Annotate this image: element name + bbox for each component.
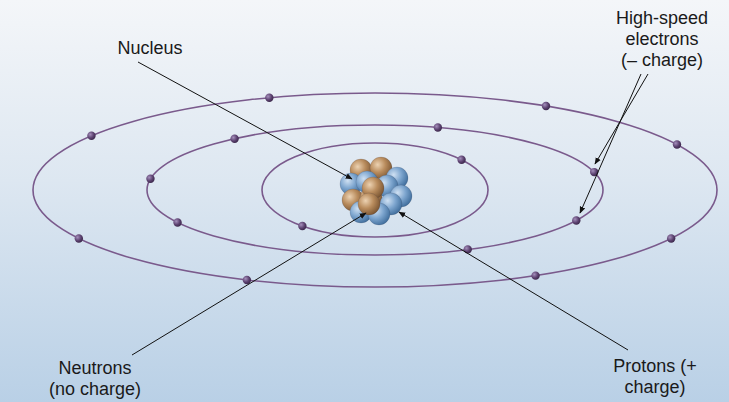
callout-label: Neutrons (no charge) — [48, 358, 142, 400]
leader-line — [132, 213, 366, 355]
leader-line — [399, 212, 628, 350]
electron-dot — [434, 123, 442, 131]
electron-dot — [87, 132, 95, 140]
label-holder: High-speed electrons (– charge) — [615, 8, 709, 71]
neutron-sphere — [358, 193, 380, 215]
electron-dot — [457, 156, 465, 164]
nucleus-cluster — [340, 157, 412, 225]
electron-dot — [75, 234, 83, 242]
electron-dot — [265, 94, 273, 102]
leader-line — [580, 74, 641, 213]
inner-orbit — [262, 143, 488, 237]
electron-dot — [572, 216, 580, 224]
electron-dot — [298, 222, 306, 230]
middle-orbit — [147, 125, 603, 255]
label-holder: Neutrons (no charge) — [48, 358, 142, 400]
electron-dot — [667, 234, 675, 242]
electron-dot — [673, 140, 681, 148]
electron-dot — [230, 135, 238, 143]
callout-label: High-speed electrons (– charge) — [615, 8, 709, 71]
callout-label: Nucleus — [118, 38, 139, 59]
electron-dot — [173, 218, 181, 226]
electron-dot — [464, 245, 472, 253]
electron-dot — [542, 102, 550, 110]
label-holder: Nucleus — [118, 38, 139, 59]
electron-dot — [146, 175, 154, 183]
label-holder: Protons (+ charge) — [613, 356, 697, 398]
electron-dot — [531, 271, 539, 279]
callout-label: Protons (+ charge) — [613, 356, 697, 398]
leader-line — [138, 62, 352, 179]
electron-dot — [243, 276, 251, 284]
outer-orbit — [33, 93, 717, 287]
